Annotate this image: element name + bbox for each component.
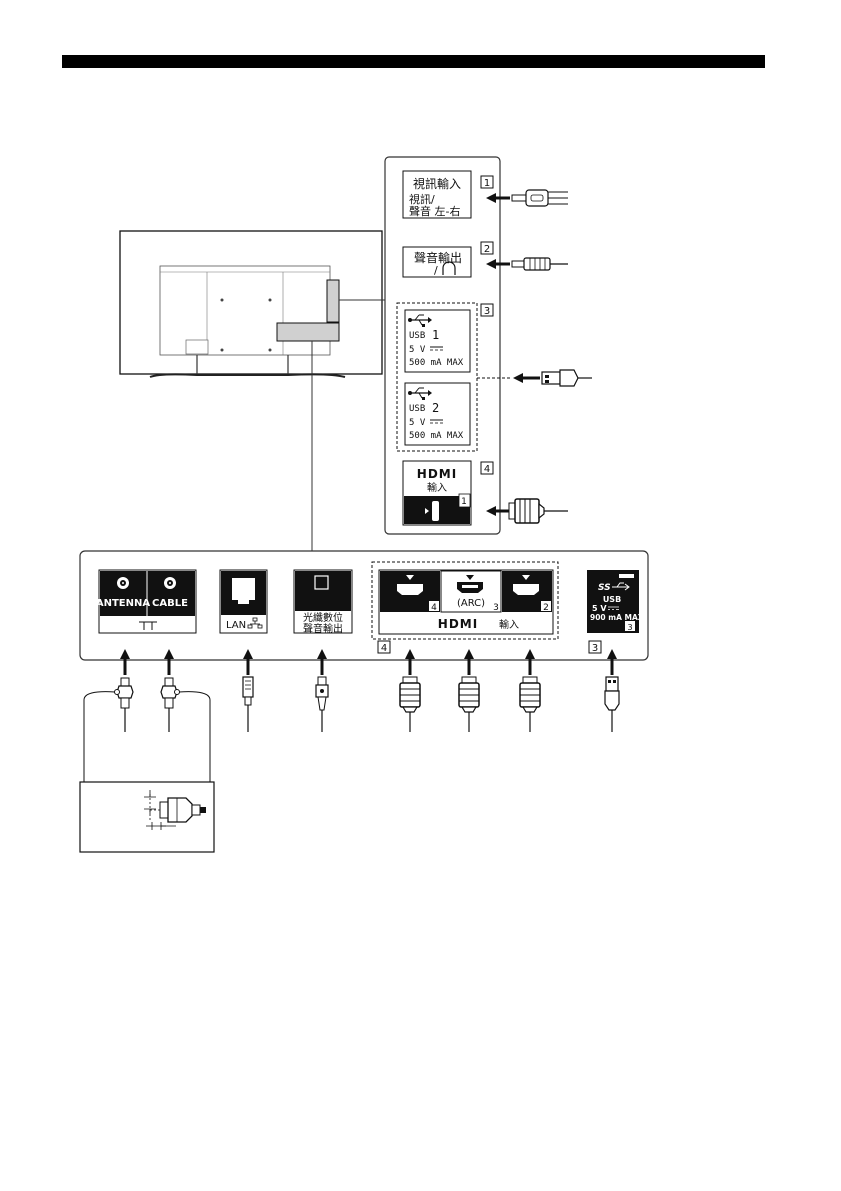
tv-rear-view <box>120 231 385 551</box>
bottom-hdmi-logo: HDMI <box>438 617 478 631</box>
hdmi4-number: 4 <box>431 603 437 613</box>
optical-port-label: 光纖數位 聲音輸出 <box>294 570 352 635</box>
usb2-name: USB <box>409 404 425 414</box>
badge-4: 4 <box>484 464 490 475</box>
tv-bottom-port-highlight <box>277 323 339 341</box>
usb1-number: 1 <box>432 328 439 342</box>
video-in-line1: 視訊/ <box>409 192 435 206</box>
badge-3-bottom: 3 <box>592 643 598 654</box>
side-panel: 視訊輸入 視訊/ 聲音 左-右 1 聲音輸出 / 2 3 <box>385 157 500 534</box>
video-in-line2: 聲音 左-右 <box>409 204 460 218</box>
hdmi1-port-label: HDMI 輸入 1 <box>403 461 471 525</box>
hdmi-input-label: 輸入 <box>427 481 447 494</box>
lan-port-label: LAN <box>220 570 267 633</box>
cable-label: CABLE <box>152 598 188 609</box>
usb1-port-label: USB 1 5 V 500 mA MAX <box>405 310 470 372</box>
hdmi3-number: 3 <box>493 603 499 613</box>
bottom-hdmi-input-label: 輸入 <box>499 618 519 631</box>
badge-1: 1 <box>484 178 490 189</box>
optical-line2: 聲音輸出 <box>303 622 343 635</box>
antenna-cable-port-label: ANTENNA CABLE <box>96 570 196 633</box>
hdmi1-number: 1 <box>461 497 467 507</box>
hdmi-logo: HDMI <box>417 467 457 481</box>
hdmi-plug-icon <box>459 677 479 732</box>
usb3-voltage: 5 V <box>592 604 607 613</box>
usb1-max: 500 mA MAX <box>409 358 464 368</box>
usb3-number: 3 <box>627 623 632 632</box>
usb2-port-label: USB 2 5 V 500 mA MAX <box>405 383 470 445</box>
badge-3: 3 <box>484 306 490 317</box>
usb2-voltage: 5 V <box>409 418 426 428</box>
usb2-max: 500 mA MAX <box>409 431 464 441</box>
optical-plug-icon <box>316 677 328 732</box>
lan-label: LAN <box>226 620 246 631</box>
hdmi-plug-icon <box>400 677 420 732</box>
usb-plug-icon <box>542 370 592 386</box>
coax-connector-inset <box>80 782 214 852</box>
usb3-max: 900 mA MAX <box>590 613 644 622</box>
video-in-port-label: 視訊輸入 視訊/ 聲音 左-右 <box>403 171 471 218</box>
hdmi-socket-icon <box>432 501 439 521</box>
usb3-ss-label: SS <box>598 583 611 593</box>
video-in-title: 視訊輸入 <box>413 176 461 191</box>
usb3-name: USB <box>603 595 621 604</box>
usb2-number: 2 <box>432 401 439 415</box>
hdmi-plug-icon <box>520 677 540 732</box>
antenna-label: ANTENNA <box>96 598 150 609</box>
coax-plug-icon <box>117 678 133 732</box>
composite-av-plug-icon <box>512 190 568 206</box>
audio-out-title: 聲音輸出 <box>414 250 462 265</box>
hdmi-plug-icon <box>509 499 568 523</box>
lan-plug-icon <box>243 677 253 732</box>
bottom-panel: ANTENNA CABLE LAN 光纖數位 聲音輸出 <box>80 551 648 660</box>
optical-line1: 光纖數位 <box>303 611 343 624</box>
header-bar <box>62 55 765 68</box>
usb1-name: USB <box>409 331 425 341</box>
hdmi2-number: 2 <box>543 603 549 613</box>
hdmi-ports-group: 4 (ARC) 3 2 HDMI 輸入 <box>372 562 558 639</box>
audio-out-slash: / <box>434 264 438 277</box>
bottom-cables <box>84 652 619 782</box>
usb3-port-label: SS USB 5 V 900 mA MAX 3 <box>587 570 644 633</box>
optical-socket-icon <box>315 576 328 589</box>
badge-2: 2 <box>484 244 490 255</box>
coax-plug-icon <box>161 678 177 732</box>
audio-out-port-label: 聲音輸出 / <box>403 247 471 277</box>
hdmi-arc-label: (ARC) <box>457 598 485 609</box>
headphone-plug-icon <box>512 258 568 270</box>
usb1-voltage: 5 V <box>409 345 426 355</box>
badge-4-bottom: 4 <box>381 643 387 654</box>
tv-side-port-highlight <box>327 280 339 322</box>
usb-plug-icon <box>605 677 619 732</box>
